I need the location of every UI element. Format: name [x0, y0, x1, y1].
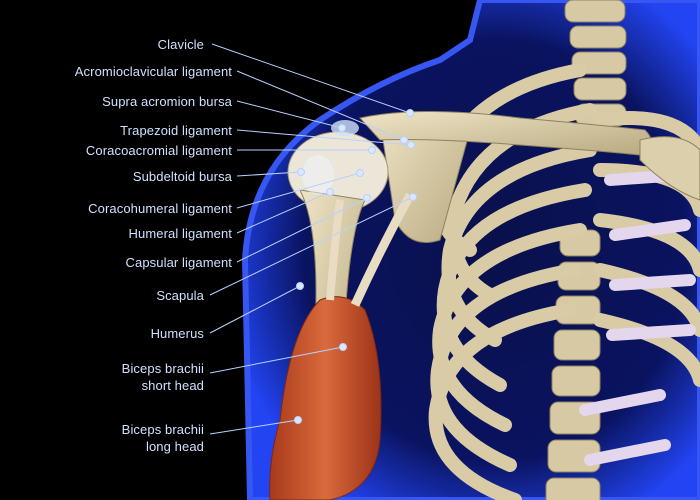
label-biceps-long-head: Biceps brachii long head: [121, 422, 204, 454]
leader-lines: [209, 43, 417, 435]
label-capsular-ligament: Capsular ligament: [125, 255, 232, 270]
label-subdeltoid-bursa: Subdeltoid bursa: [132, 169, 232, 184]
label-humeral-ligament: Humeral ligament: [128, 226, 232, 241]
label-trapezoid-ligament: Trapezoid ligament: [120, 123, 232, 138]
label-clavicle: Clavicle: [157, 37, 204, 52]
biceps-muscle: [269, 296, 382, 500]
label-supra-acromion-bursa: Supra acromion bursa: [102, 94, 232, 109]
label-coracoacromial-ligament: Coracoacromial ligament: [85, 143, 232, 158]
label-acromioclavicular-ligament: Acromioclavicular ligament: [74, 64, 232, 79]
label-scapula: Scapula: [156, 288, 204, 303]
label-humerus: Humerus: [150, 326, 204, 341]
label-coracohumeral-ligament: Coracohumeral ligament: [88, 201, 232, 216]
label-biceps-short-head: Biceps brachii short head: [121, 361, 204, 393]
